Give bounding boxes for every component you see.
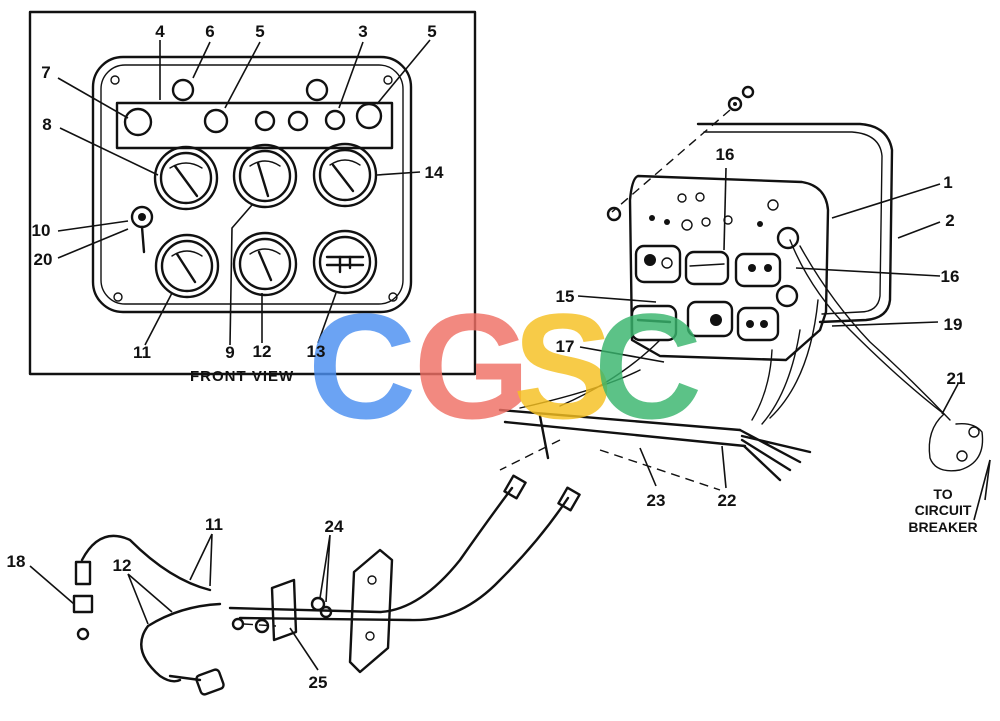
- callout-14: 14: [425, 163, 444, 182]
- callout-12: 12: [253, 342, 272, 361]
- callout-3: 3: [358, 22, 367, 41]
- callout-13: 13: [307, 342, 326, 361]
- panel-gasket: [696, 122, 894, 324]
- gauge-14: [312, 142, 378, 208]
- callout-5: 5: [427, 22, 436, 41]
- gauge-backs: [630, 226, 800, 342]
- sender-18: [72, 560, 94, 641]
- callout-10: 10: [32, 221, 51, 240]
- mounting-hole: [388, 292, 398, 302]
- indicator-hole: [305, 78, 329, 102]
- callout-6: 6: [205, 22, 214, 41]
- callout-16: 16: [716, 145, 735, 164]
- mounting-bracket: [231, 548, 394, 674]
- gauge-13: [312, 229, 378, 295]
- indicator-light: [324, 109, 346, 131]
- callout-16: 16: [941, 267, 960, 286]
- instrument-panel: [628, 174, 830, 362]
- callout-4: 4: [155, 22, 165, 41]
- front-view-callouts: 4 6 5 3 5 7 8 14 10 20 11 9 12 13: [32, 22, 444, 362]
- callout-15: 15: [556, 287, 575, 306]
- callout-12: 12: [113, 556, 132, 575]
- callout-25: 25: [309, 673, 328, 692]
- callout-1: 1: [943, 173, 952, 192]
- front-view-border: [28, 10, 477, 376]
- gauge-9: [232, 143, 298, 209]
- callout-24: 24: [325, 517, 344, 536]
- watermark-letter: C: [308, 282, 416, 450]
- sensor-bulb: [168, 668, 225, 696]
- front-view-caption: FRONT VIEW: [190, 368, 294, 385]
- mounting-hole: [110, 75, 120, 85]
- callout-19: 19: [944, 315, 963, 334]
- indicator-light: [203, 108, 229, 134]
- callout-5: 5: [255, 22, 264, 41]
- callout-20: 20: [34, 250, 53, 269]
- mounting-hole: [383, 75, 393, 85]
- callout-17: 17: [556, 337, 575, 356]
- assembly-leaders: [29, 167, 991, 671]
- callout-11: 11: [133, 343, 151, 362]
- callout-2: 2: [945, 211, 954, 230]
- watermark-letter: G: [414, 282, 531, 450]
- indicator-light: [254, 110, 276, 132]
- circuit-breaker-line: BREAKER: [908, 519, 977, 535]
- gauge-panel-assembly: [72, 85, 984, 696]
- callout-9: 9: [225, 343, 234, 362]
- toggle-switch: [130, 205, 154, 254]
- indicator-light-strip: [115, 101, 394, 150]
- callout-8: 8: [42, 115, 51, 134]
- indicator-hole: [171, 78, 195, 102]
- callout-7: 7: [41, 63, 50, 82]
- gauge-11: [154, 233, 220, 299]
- mounting-hole: [113, 292, 123, 302]
- callout-21: 21: [947, 369, 966, 388]
- watermark-letter: C: [594, 282, 702, 450]
- circuit-breaker-line: TO: [933, 486, 952, 502]
- callout-11: 11: [205, 515, 223, 534]
- indicator-light: [355, 102, 383, 130]
- front-view-plate-inner: [100, 64, 404, 305]
- front-view-leaders: [57, 39, 431, 346]
- callout-23: 23: [647, 491, 666, 510]
- gauge-12: [232, 231, 298, 297]
- front-view-plate: [91, 55, 413, 314]
- circuit-breaker-line: CIRCUIT: [915, 502, 972, 518]
- watermark-letter: S: [513, 282, 613, 450]
- indicator-light: [123, 107, 153, 137]
- callout-18: 18: [7, 552, 26, 571]
- gauge-8: [153, 145, 219, 211]
- callout-22: 22: [718, 491, 737, 510]
- indicator-light: [287, 110, 309, 132]
